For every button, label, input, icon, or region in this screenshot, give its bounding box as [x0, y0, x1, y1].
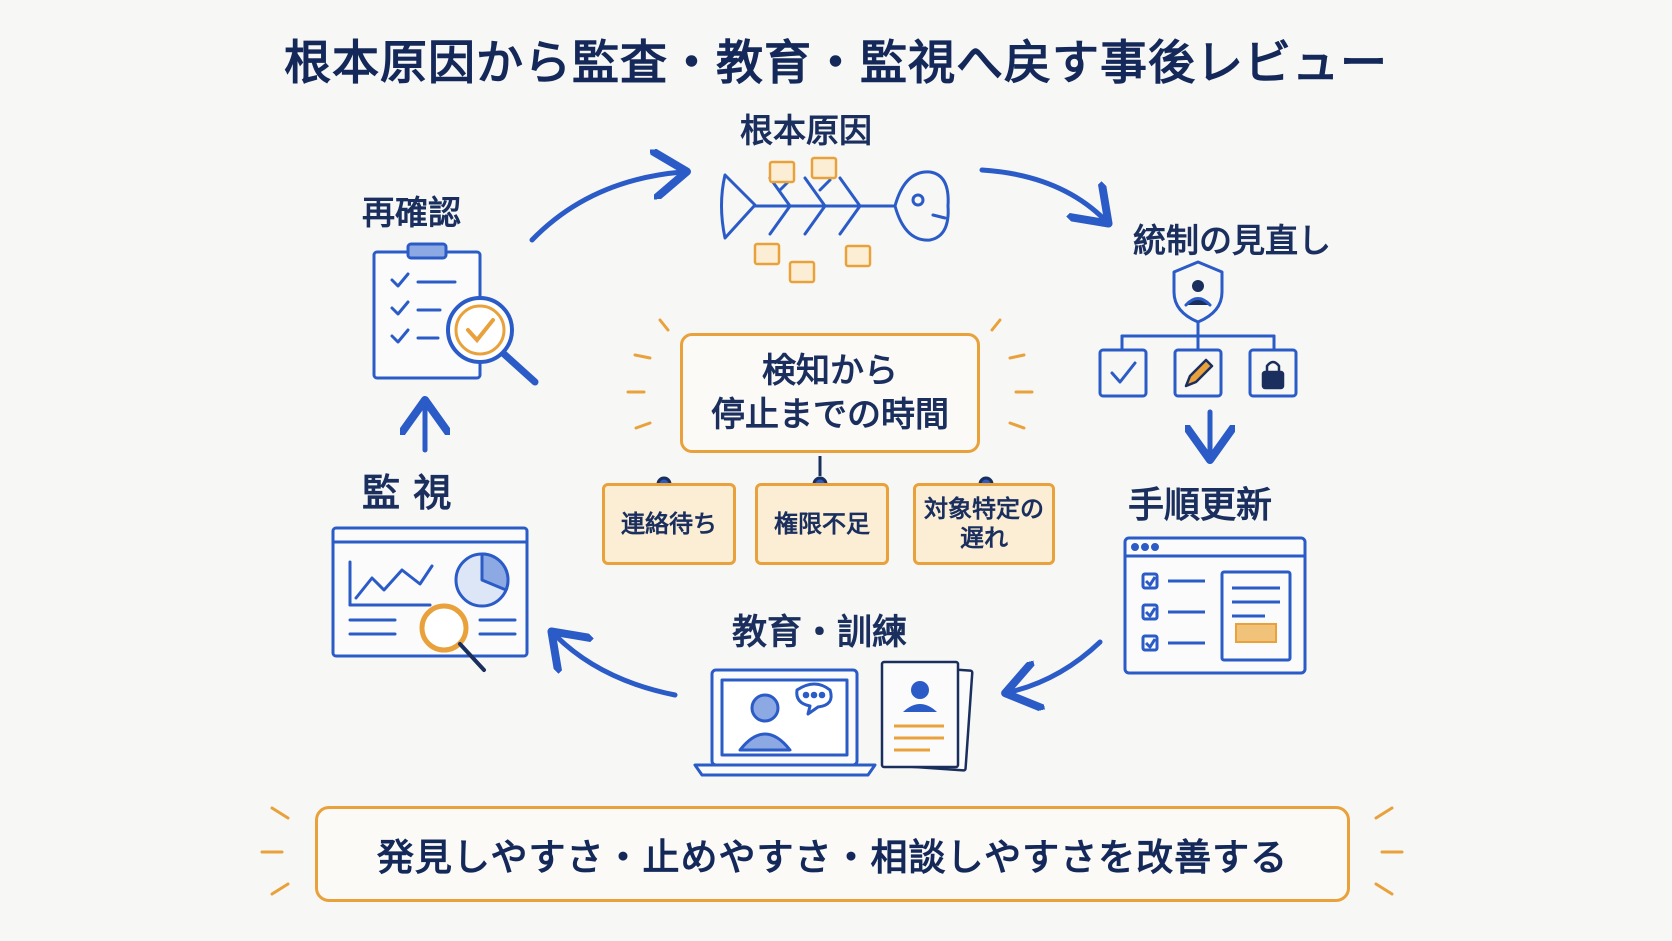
cause-box-waiting-contact: 連絡待ち — [602, 483, 736, 565]
cause-box-insufficient-permission: 権限不足 — [755, 483, 889, 565]
center-metric-box: 検知から 停止までの時間 — [680, 333, 980, 453]
center-emphasis-marks — [626, 318, 1034, 430]
laptop-video-icon — [693, 668, 877, 777]
stage-label-procedure-update: 手順更新 — [1128, 485, 1273, 526]
cause-line2: 遅れ — [960, 524, 1008, 552]
lock-icon — [1261, 360, 1285, 390]
arrow-training-to-monitoring — [555, 635, 678, 698]
page-title: 根本原因から監査・教育・監視へ戻す事後レビュー — [284, 36, 1388, 91]
bottom-message-text: 発見しやすさ・止めやすさ・相談しやすさを改善する — [376, 836, 1289, 879]
magnifier-check-icon — [446, 296, 539, 386]
cause-box-target-delay: 対象特定の 遅れ — [913, 483, 1055, 565]
cause-line1: 対象特定の — [924, 495, 1044, 524]
dashboard-search-icon — [331, 526, 529, 658]
stage-label-training: 教育・訓練 — [732, 613, 908, 653]
magnifier-monitoring-icon — [419, 603, 486, 672]
bottom-message-box: 発見しやすさ・止めやすさ・相談しやすさを改善する — [315, 806, 1350, 902]
pencil-icon — [1184, 358, 1214, 388]
bottom-emphasis-marks — [260, 806, 1404, 896]
cycle-arrows — [425, 170, 1210, 695]
stage-label-root-cause: 根本原因 — [740, 111, 872, 150]
highlight-block — [1235, 623, 1277, 643]
arrow-procedure-to-training — [1010, 639, 1103, 692]
profile-doc-icon — [880, 660, 974, 772]
center-metric-line1: 検知から — [762, 350, 898, 391]
center-metric-line2: 停止までの時間 — [711, 395, 949, 435]
stage-label-monitoring: 監 視 — [362, 471, 452, 515]
stage-label-reconfirm: 再確認 — [362, 193, 461, 232]
checklist-window-icon — [1123, 536, 1307, 675]
sticky-notes — [753, 156, 872, 284]
cause-line1: 連絡待ち — [621, 509, 717, 538]
arrow-rootcause-to-control — [979, 167, 1105, 220]
arrow-reconfirm-to-rootcause — [529, 172, 682, 243]
stage-label-control-review: 統制の見直し — [1133, 221, 1331, 260]
cause-line1: 権限不足 — [774, 509, 870, 538]
shield-user-icon — [1098, 260, 1298, 398]
fishbone-icon — [720, 170, 950, 242]
